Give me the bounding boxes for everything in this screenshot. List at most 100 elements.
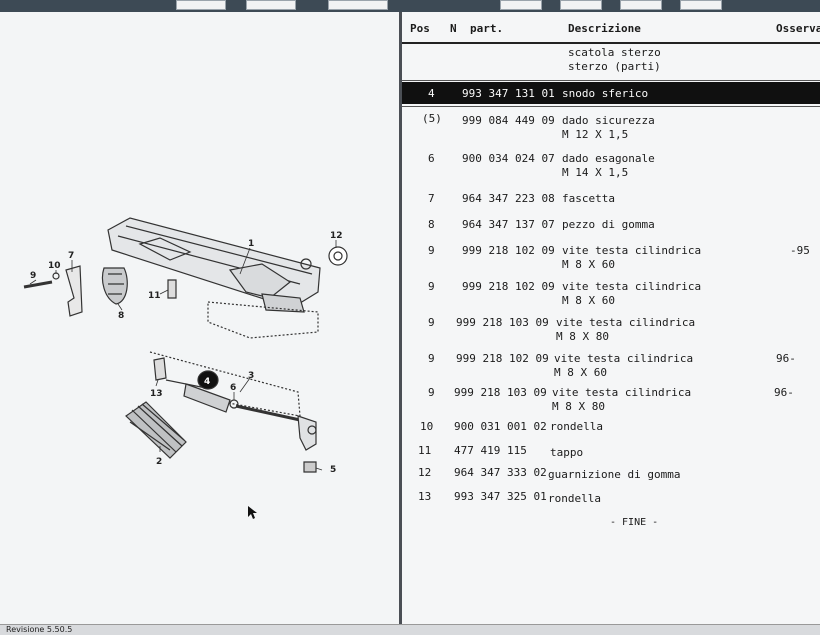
row-description: snodo sferico xyxy=(562,87,649,100)
row-description: tappo xyxy=(550,446,584,459)
row-part-number: 993 347 131 01 xyxy=(462,87,555,100)
status-revision: Revisione 5.50.5 xyxy=(6,625,73,634)
row-part-number: 900 034 024 07 xyxy=(462,152,555,165)
row-part-number: 999 218 103 09 xyxy=(456,316,549,329)
mouse-cursor-icon xyxy=(248,506,257,519)
toolbar-button[interactable] xyxy=(328,0,388,10)
table-row[interactable]: 8 964 347 137 07 pezzo di gomma xyxy=(402,218,820,236)
row-description-spec: M 14 X 1,5 xyxy=(562,166,629,179)
row-part-number: 999 218 102 09 xyxy=(456,352,549,365)
toolbar-button[interactable] xyxy=(246,0,296,10)
row-pos: 9 xyxy=(428,352,435,365)
row-description: vite testa cilindrica xyxy=(556,316,696,329)
row-description: vite testa cilindrica xyxy=(562,280,702,293)
row-part-number: 993 347 325 01 xyxy=(454,490,547,503)
row-description: vite testa cilindrica xyxy=(552,386,692,399)
row-description: dado esagonale xyxy=(562,152,655,165)
row-part-number: 964 347 223 08 xyxy=(462,192,555,205)
row-part-number: 900 031 001 02 xyxy=(454,420,547,433)
row-description: dado sicurezza xyxy=(562,114,655,127)
diagram-label-6: 6 xyxy=(230,383,236,393)
row-pos: 4 xyxy=(428,87,435,100)
diagram-label-9: 9 xyxy=(30,271,36,281)
row-description: guarnizione di gomma xyxy=(548,468,681,481)
table-row[interactable]: 7 964 347 223 08 fascetta xyxy=(402,192,820,210)
toolbar-button[interactable] xyxy=(176,0,226,10)
row-pos: 11 xyxy=(418,444,432,457)
row-pos: 9 xyxy=(428,244,435,257)
col-header-notes: Osserva xyxy=(776,22,820,35)
row-description-spec: M 8 X 60 xyxy=(562,294,615,307)
pane-divider[interactable] xyxy=(399,12,402,624)
row-description-spec: M 8 X 60 xyxy=(562,258,615,271)
status-bar: Revisione 5.50.5 xyxy=(0,624,820,635)
diagram-label-8: 8 xyxy=(118,311,124,321)
row-pos: 9 xyxy=(428,280,435,293)
diagram-label-7: 7 xyxy=(68,251,74,261)
row-part-number: 964 347 137 07 xyxy=(462,218,555,231)
row-pos: 9 xyxy=(428,386,435,399)
row-pos: 8 xyxy=(428,218,435,231)
parts-list: Pos N part. Descrizione Osserva scatola … xyxy=(402,12,820,624)
table-row[interactable]: 13 993 347 325 01 rondella xyxy=(402,490,820,508)
row-description-spec: M 8 X 60 xyxy=(554,366,607,379)
diagram-label-10: 10 xyxy=(48,261,61,271)
row-description: rondella xyxy=(550,420,603,433)
row-description: fascetta xyxy=(562,192,615,205)
row-part-number: 477 419 115 xyxy=(454,444,527,457)
steering-rack-housing xyxy=(107,217,348,339)
col-header-pos: Pos xyxy=(410,22,430,35)
row-note: 96- xyxy=(774,386,794,399)
row-description: vite testa cilindrica xyxy=(554,352,694,365)
left-parts xyxy=(23,265,177,317)
table-row[interactable]: 12 964 347 333 02 guarnizione di gomma xyxy=(402,466,820,484)
tie-rod-assembly xyxy=(149,351,317,473)
table-row[interactable]: 11 477 419 115 tappo xyxy=(402,444,820,462)
toolbar-button[interactable] xyxy=(620,0,662,10)
diagram-label-12: 12 xyxy=(330,231,343,241)
row-description-spec: M 8 X 80 xyxy=(552,400,605,413)
row-description-spec: M 12 X 1,5 xyxy=(562,128,629,141)
col-header-descr: Descrizione xyxy=(568,22,641,35)
diagram-label-5: 5 xyxy=(330,465,336,475)
row-pos: 6 xyxy=(428,152,435,165)
row-pos: 7 xyxy=(428,192,435,205)
rubber-boot xyxy=(125,401,187,459)
toolbar-button[interactable] xyxy=(680,0,722,10)
row-description: vite testa cilindrica xyxy=(562,244,702,257)
diagram-label-3: 3 xyxy=(248,371,254,381)
row-separator xyxy=(402,80,820,81)
steering-rack-drawing: 1 2 3 4 5 6 7 8 9 10 11 12 13 xyxy=(23,217,348,475)
diagram-label-13: 13 xyxy=(150,389,163,399)
diagram-label-4: 4 xyxy=(204,377,210,387)
diagram-label-2: 2 xyxy=(156,457,162,467)
table-row-selected[interactable]: 4 993 347 131 01 snodo sferico xyxy=(402,82,820,104)
parts-diagram[interactable]: 1 2 3 4 5 6 7 8 9 10 11 12 13 xyxy=(0,12,400,624)
row-pos: 10 xyxy=(420,420,434,433)
col-header-n: N xyxy=(450,22,457,35)
toolbar-button[interactable] xyxy=(500,0,542,10)
parts-list-header: Pos N part. Descrizione Osserva xyxy=(402,12,820,44)
row-part-number: 999 218 102 09 xyxy=(462,244,555,257)
row-description: rondella xyxy=(548,492,601,505)
group-line-1: scatola sterzo xyxy=(568,46,661,59)
row-part-number: 999 084 449 09 xyxy=(462,114,555,127)
row-pos: 9 xyxy=(428,316,435,329)
diagram-label-1: 1 xyxy=(248,239,254,249)
row-separator xyxy=(402,106,820,107)
row-pos: (5) xyxy=(422,112,442,125)
row-pos: 13 xyxy=(418,490,432,503)
toolbar-button[interactable] xyxy=(560,0,602,10)
row-description: pezzo di gomma xyxy=(562,218,655,231)
group-title: scatola sterzo sterzo (parti) xyxy=(568,46,661,74)
row-description-spec: M 8 X 80 xyxy=(556,330,609,343)
row-note: 96- xyxy=(776,352,796,365)
table-row[interactable]: 10 900 031 001 02 rondella xyxy=(402,420,820,438)
